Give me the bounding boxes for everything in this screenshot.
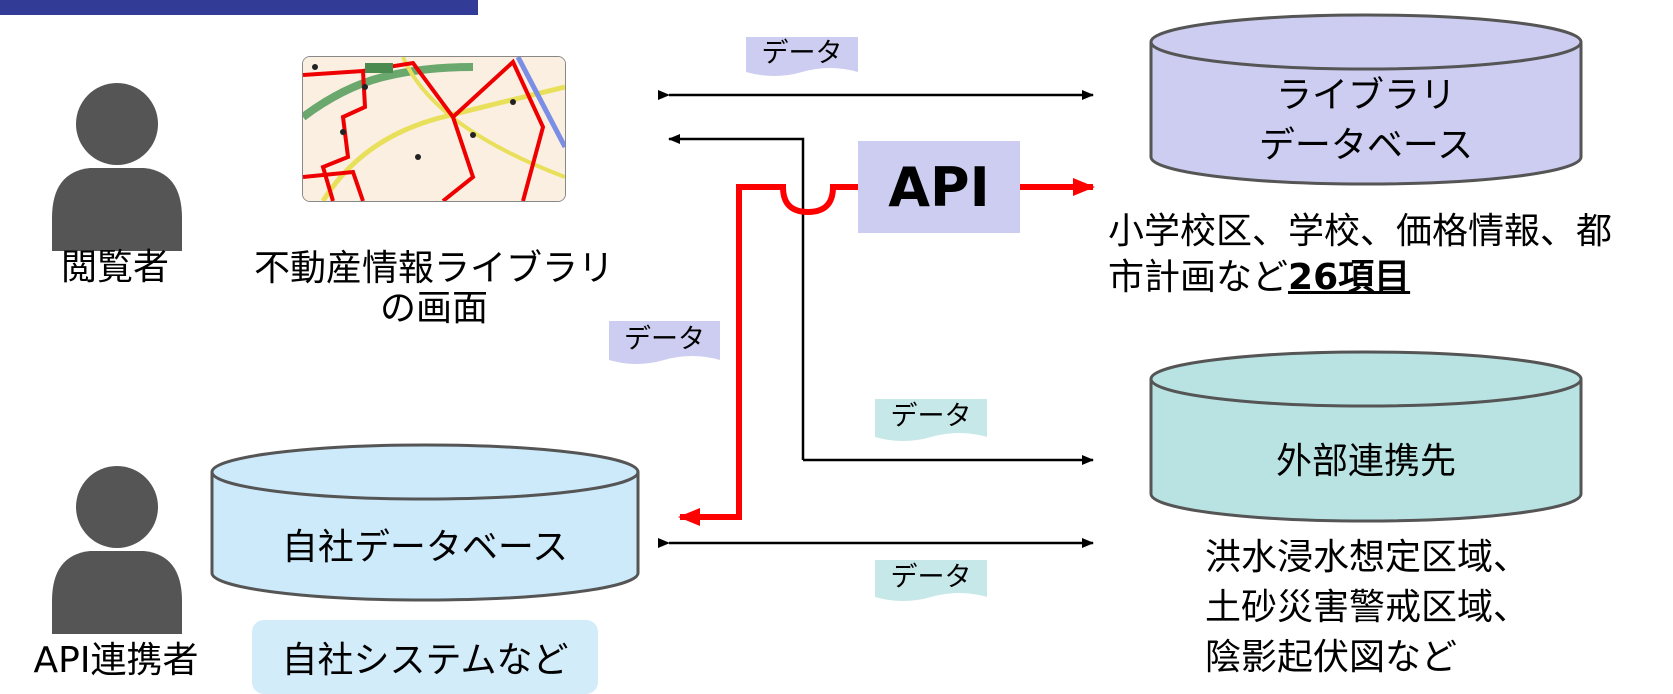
map-image [303,57,565,201]
data-tag-top-shape [746,37,858,76]
api-flow-line [678,184,858,526]
external-db-desc-line1: 洪水浸水想定区域、 [1205,537,1530,578]
header-bar [0,0,478,15]
external-db-desc-line2: 土砂災害警戒区域、 [1205,587,1530,628]
map-caption-line1: 不動産情報ライブラリ [253,248,614,289]
external-db-cylinder [1149,350,1583,523]
external-db-desc-line3: 陰影起伏図など [1205,637,1458,678]
own-db-name: 自社データベース [281,527,569,568]
library-db-item-count: 26項目 [1288,257,1411,298]
data-tag-left-shape [609,321,720,364]
api-partner-person-icon [52,466,182,634]
data-tag-middle-shape [875,399,987,441]
data-tag-top: データ [761,37,843,69]
library-db-name-line1: ライブラリ [1275,75,1456,116]
api-box: API [858,141,1020,233]
arrow-external-to-viewer [668,134,805,460]
own-system-label: 自社システムなど [252,620,598,694]
viewer-label: 閲覧者 [60,247,169,288]
api-label: API [888,155,990,219]
library-db-name-line2: データベース [1258,125,1474,166]
viewer-person-icon [52,83,182,251]
map-screen-thumbnail [302,56,566,202]
own-system-text: 自社システムなど [281,640,569,681]
data-tag-middle: データ [890,401,972,432]
external-db-name: 外部連携先 [1275,441,1456,482]
own-db-cylinder [210,443,640,602]
data-tag-bottom: データ [890,561,972,593]
library-db-desc-line1: 小学校区、学校、価格情報、都 [1108,211,1613,252]
map-caption-line2: の画面 [379,288,488,329]
data-tag-left: データ [624,323,705,355]
library-db-desc-line2: 市計画など26項目 [1108,256,1410,300]
data-tag-bottom-shape [875,560,987,601]
api-partner-label: API連携者 [33,640,199,681]
library-db-cylinder [1149,13,1583,186]
library-db-desc-prefix: 市計画など [1108,257,1289,298]
